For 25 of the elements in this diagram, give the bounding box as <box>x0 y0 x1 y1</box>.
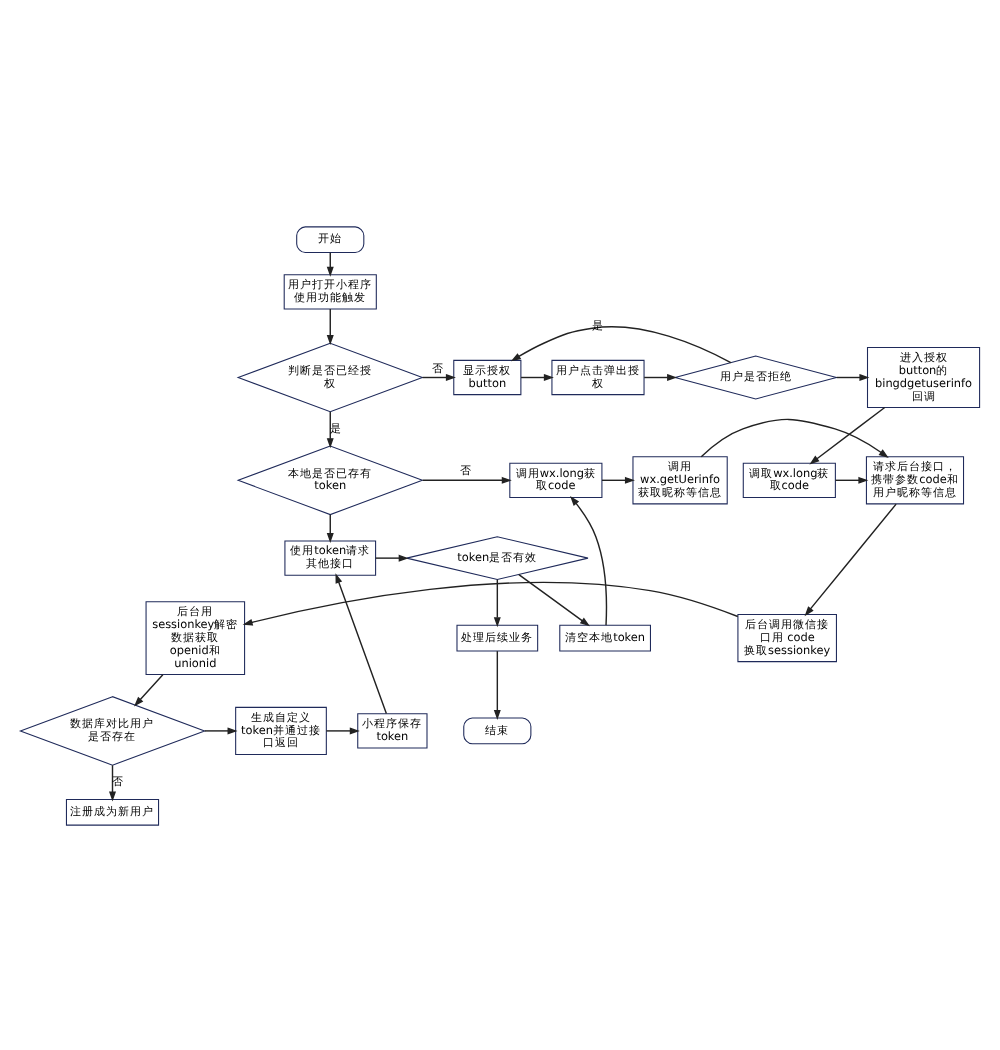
arrow <box>242 580 739 625</box>
arrow <box>804 502 897 616</box>
arrow <box>493 577 501 627</box>
arrow <box>326 513 334 542</box>
arrow <box>601 475 635 483</box>
arrow <box>335 572 388 714</box>
arrow <box>520 373 554 380</box>
arrow <box>809 405 886 464</box>
arrow <box>134 672 164 706</box>
arrow <box>203 726 238 734</box>
arrow <box>421 475 512 483</box>
arrow <box>374 553 409 561</box>
arrow <box>518 572 590 626</box>
arrow <box>834 475 869 483</box>
arrow <box>109 763 116 801</box>
arrow <box>326 307 334 345</box>
arrow <box>325 726 360 734</box>
arrow <box>510 325 732 363</box>
arrow <box>643 373 678 380</box>
arrow <box>836 373 870 380</box>
arrow <box>326 410 334 448</box>
arrow <box>570 495 608 625</box>
arrow <box>700 417 889 457</box>
arrow <box>421 373 456 380</box>
arrow <box>493 649 501 719</box>
